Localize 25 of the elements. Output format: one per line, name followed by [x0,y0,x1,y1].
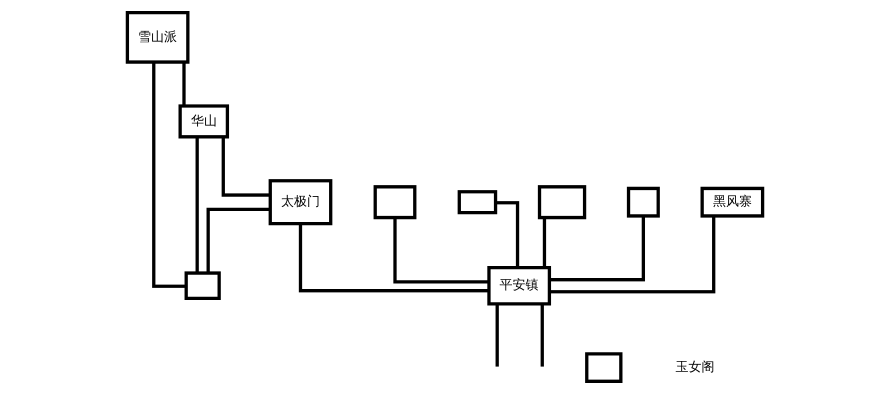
connector [495,304,498,367]
connector [152,62,186,288]
node-box: 黑风寨 [700,186,764,218]
label: 玉女阁 [675,360,714,375]
connector [206,208,270,273]
connector [182,62,186,106]
node-box: 太极门 [268,179,332,226]
connector [495,201,519,268]
connector [298,224,488,292]
node-box [457,190,497,214]
connector [549,216,645,282]
node-box: 平安镇 [486,266,551,306]
connector [549,216,715,294]
connector [392,218,488,284]
node-box [626,186,660,218]
node-box: 华山 [178,104,229,138]
connector [221,137,270,197]
node-box [584,352,622,383]
node-box [184,271,220,300]
node-box [373,185,416,220]
connector [542,218,546,268]
connector [540,304,544,367]
node-box [537,185,586,220]
connector [195,136,198,273]
node-box: 雪山派 [125,10,189,64]
